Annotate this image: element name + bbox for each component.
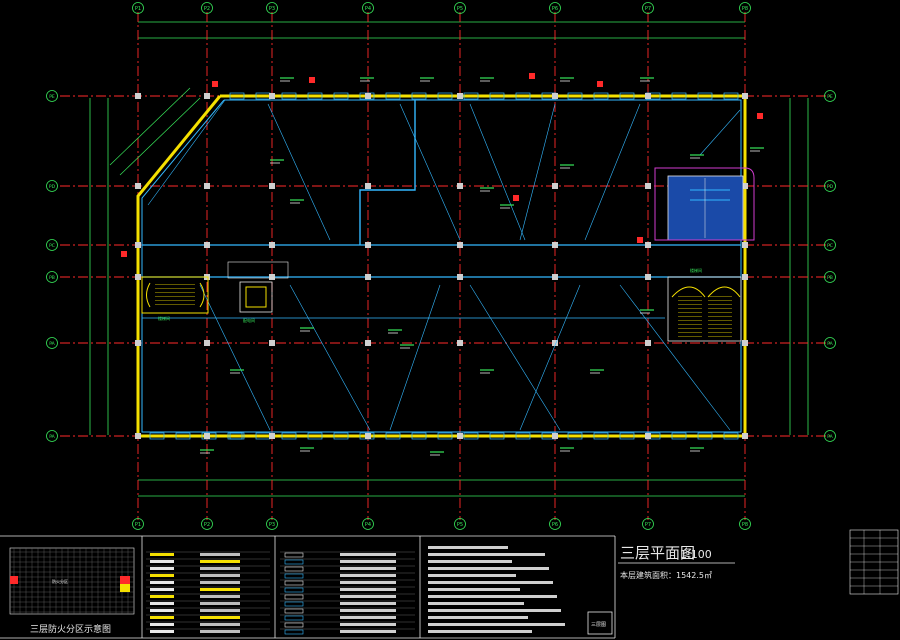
- right-stair: [667, 276, 742, 342]
- sprinkler-markers: [121, 73, 763, 257]
- dimension-lines: [89, 21, 809, 497]
- svg-text:PA: PA: [49, 434, 55, 440]
- svg-text:P7: P7: [645, 6, 651, 12]
- axis-bubble-row: PA: [824, 337, 836, 349]
- svg-text:PA: PA: [827, 341, 833, 347]
- svg-text:P1: P1: [135, 522, 141, 528]
- axis-bubble-P1: P1: [132, 518, 144, 530]
- axis-bubble-P2: P2: [201, 2, 213, 14]
- axis-bubble-P5: P5: [454, 518, 466, 530]
- axis-bubble-P6: P6: [549, 518, 561, 530]
- svg-text:PB: PB: [49, 275, 55, 281]
- svg-text:P5: P5: [457, 522, 463, 528]
- axis-bubble-row: PA: [824, 430, 836, 442]
- svg-text:P6: P6: [552, 6, 558, 12]
- legend-table: [146, 551, 415, 635]
- axis-bubble-P3: P3: [266, 2, 278, 14]
- axis-bubble-row: PD: [824, 180, 836, 192]
- svg-text:PC: PC: [49, 243, 55, 249]
- room-stair-left-label: 楼梯间: [158, 315, 170, 321]
- svg-text:PA: PA: [827, 434, 833, 440]
- svg-text:P2: P2: [204, 522, 210, 528]
- axis-bubble-row: PB: [46, 271, 58, 283]
- axis-bubble-P7: P7: [642, 518, 654, 530]
- axis-bubble-P3: P3: [266, 518, 278, 530]
- axis-bubble-P8: P8: [739, 2, 751, 14]
- stamp-box: [587, 611, 613, 635]
- key-plan: [9, 547, 135, 615]
- axis-bubble-row: PD: [46, 180, 58, 192]
- svg-text:PB: PB: [827, 275, 833, 281]
- axis-bubble-row: PB: [824, 271, 836, 283]
- svg-text:PD: PD: [49, 184, 56, 190]
- svg-text:P6: P6: [552, 522, 558, 528]
- axis-bubble-P4: P4: [362, 518, 374, 530]
- axis-bubble-row: PA: [46, 337, 58, 349]
- svg-text:P8: P8: [742, 6, 748, 12]
- structural-columns: [135, 93, 748, 439]
- svg-text:PE: PE: [827, 94, 833, 100]
- diagonal-dimension: [109, 87, 201, 176]
- axis-bubble-row: PC: [46, 239, 58, 251]
- axis-bubble-P8: P8: [739, 518, 751, 530]
- svg-text:P3: P3: [269, 6, 275, 12]
- room-equipment-label: 配电间: [243, 317, 255, 323]
- axis-bubble-P4: P4: [362, 2, 374, 14]
- axis-bubble-P7: P7: [642, 2, 654, 14]
- axis-grid: [60, 12, 830, 520]
- left-stair: [141, 276, 209, 314]
- svg-text:P1: P1: [135, 6, 141, 12]
- svg-text:PD: PD: [827, 184, 834, 190]
- pipe-riser: [359, 100, 416, 245]
- svg-text:P4: P4: [365, 522, 371, 528]
- svg-text:PC: PC: [827, 243, 833, 249]
- exterior-walls: [136, 94, 747, 438]
- svg-text:PA: PA: [49, 341, 55, 347]
- highlighted-room: [654, 167, 755, 241]
- axis-bubble-P1: P1: [132, 2, 144, 14]
- general-notes: [428, 546, 565, 633]
- axis-bubble-row: PA: [46, 430, 58, 442]
- revision-table: [849, 529, 899, 595]
- axis-bubble-P2: P2: [201, 518, 213, 530]
- axis-bubble-P6: P6: [549, 2, 561, 14]
- svg-text:P5: P5: [457, 6, 463, 12]
- room-stair-right-label: 楼梯间: [690, 267, 702, 273]
- svg-text:P8: P8: [742, 522, 748, 528]
- area-note: 本层建筑面积：1542.5㎡: [620, 570, 712, 580]
- equipment-room: [227, 261, 289, 313]
- axis-bubble-row: PC: [824, 239, 836, 251]
- title-block: [0, 535, 616, 639]
- axis-bubble-row: PE: [824, 90, 836, 102]
- svg-text:PE: PE: [49, 94, 55, 100]
- window-strips: [149, 92, 739, 440]
- axis-bubble-P5: P5: [454, 2, 466, 14]
- key-plan-caption: 三层防火分区示意图: [30, 623, 111, 635]
- axis-bubble-row: PE: [46, 90, 58, 102]
- svg-text:P7: P7: [645, 522, 651, 528]
- svg-text:P4: P4: [365, 6, 371, 12]
- annotation-labels: [200, 77, 764, 456]
- svg-text:P2: P2: [204, 6, 210, 12]
- svg-text:P3: P3: [269, 522, 275, 528]
- stamp-text: 三层图: [591, 622, 606, 628]
- drawing-title: 三层平面图: [620, 544, 695, 562]
- drawing-scale: 1:100: [680, 548, 712, 561]
- key-plan-zone: 防火分区: [52, 578, 68, 584]
- pipe-diagonals: [147, 99, 741, 431]
